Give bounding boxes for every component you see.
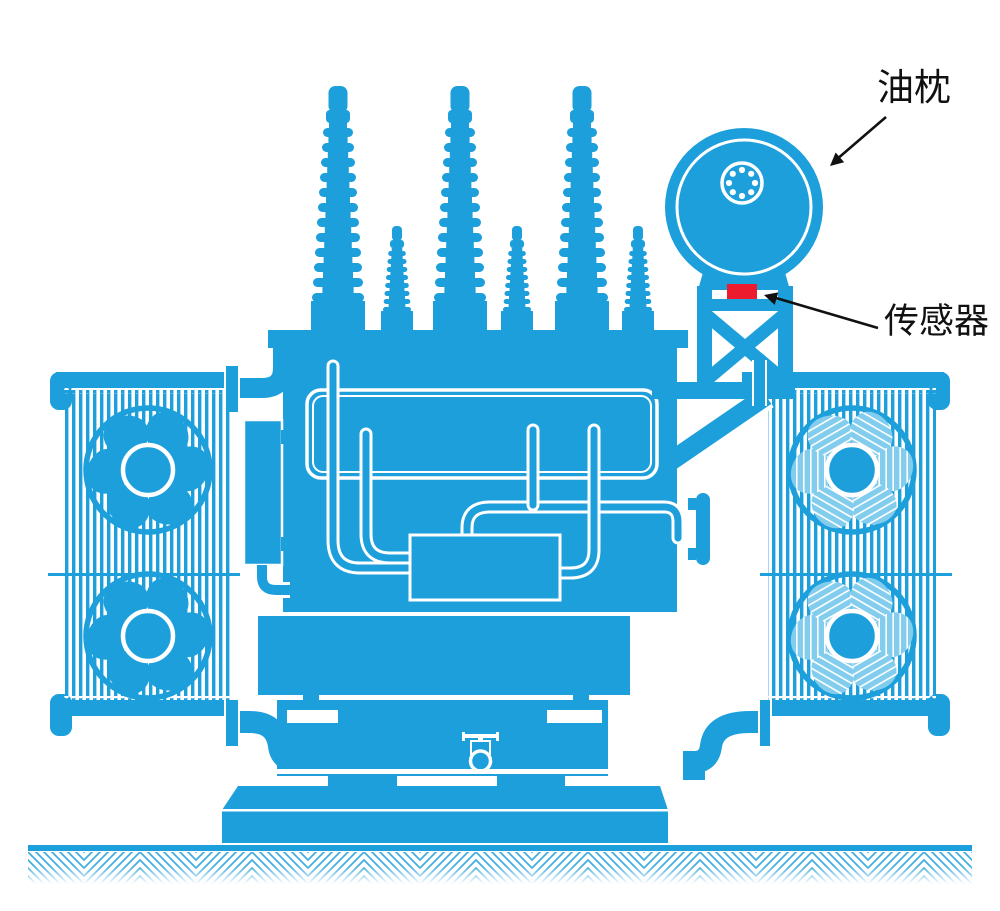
right-top-flange [754,360,765,406]
left-top-pipe [240,346,293,398]
lv-bushing-2 [501,226,533,332]
plinth-base [222,811,668,843]
control-box [408,533,562,602]
right-radiator-top-pipe [768,372,944,388]
fan-hub [824,442,880,498]
flange-gap [770,700,772,746]
skirt-cutout [547,710,602,723]
right-radiator-bottom-pipe [768,700,944,716]
oil-conservator-tank [665,128,823,286]
ground [28,845,972,884]
right-fin-loops-top [768,388,936,394]
left-radiator-top-pipe [56,372,232,388]
band-stub [573,693,589,703]
box-stub [281,537,289,551]
fan-rim [83,405,213,535]
flange-gap [224,366,226,412]
hv-bushing-3 [555,86,609,332]
oil-conservator-label: 油枕 [877,66,951,109]
right-bottom-pipe [683,711,760,780]
left-fin-loops-top [64,388,232,394]
oil-conservator-callout: 油枕 [830,66,951,166]
flange-gap [238,366,240,412]
callout-line [835,116,887,161]
ground-line [28,845,972,851]
flange-gap [238,700,240,746]
valve-stem [478,737,483,742]
left-radiator-bottom-pipe [56,700,232,716]
lug-stub [688,548,696,560]
conservator-manhole-flange [720,161,764,205]
fan-hub [824,608,880,664]
lug-stub [688,498,696,510]
band-stub [303,693,319,703]
sensor-label: 传感器 [884,302,989,342]
pipe [362,430,418,562]
right-fan-bottom [787,571,917,701]
right-bottom-flange [760,700,770,746]
right-fan-top [787,405,917,535]
annotations: 油枕 传感器 [764,66,989,342]
pipe [329,362,418,572]
pipe [463,503,682,542]
tank-lid [268,330,688,348]
foot [328,776,397,786]
tank-body [242,330,710,612]
cooling-pipes [326,359,685,580]
right-radiator [679,372,952,780]
tank-bottom-assembly [222,616,668,843]
nameplate-panel-outer [305,388,659,480]
callout-line [775,296,879,330]
fan-rim [83,571,213,701]
fan-hub [120,608,176,664]
flange-gap [224,700,226,746]
valve-handle-tick [462,732,465,741]
flange-gap [752,360,754,406]
sensor-module [727,284,757,299]
support-brace [699,308,791,387]
lv-bushing-3 [622,226,654,332]
fan-hub [120,442,176,498]
hv-bushing-2 [433,86,487,332]
ground-hatching [28,852,972,884]
box-stub [281,430,289,444]
tap-changer-box [242,418,284,567]
fan-rim [787,571,917,701]
oil-conservator-assembly [652,128,823,406]
skirt-bottom-line [277,769,608,774]
box-pipe [257,565,290,595]
skirt-cutout [287,710,338,723]
hv-bushing-1 [311,86,365,332]
valve-handle [462,734,499,738]
flange-gap [758,700,760,746]
valve-flange [468,749,493,773]
bottom-band [258,616,630,695]
left-fan-top [83,405,213,535]
support-bottom-beam [652,382,795,399]
plinth-top [222,786,668,810]
arrowhead-icon [830,152,845,166]
lifting-lug [696,493,710,565]
fan-rim [787,405,917,535]
left-bottom-flange [226,700,238,746]
left-fan-bottom [83,571,213,701]
plinth-edge-line [222,809,668,812]
lv-bushing-1 [381,226,413,332]
arrowhead-icon [764,292,779,305]
bushings [311,86,654,332]
nameplate-panel-inner [312,395,652,473]
flange-gap [765,360,767,406]
sensor-callout: 传感器 [764,292,989,342]
foot [497,776,565,786]
support-top-beam [697,299,793,311]
valve-handle-tick [496,732,499,741]
pipe [556,426,598,577]
conservator-inner-ring [675,138,813,276]
left-top-flange [226,366,238,412]
